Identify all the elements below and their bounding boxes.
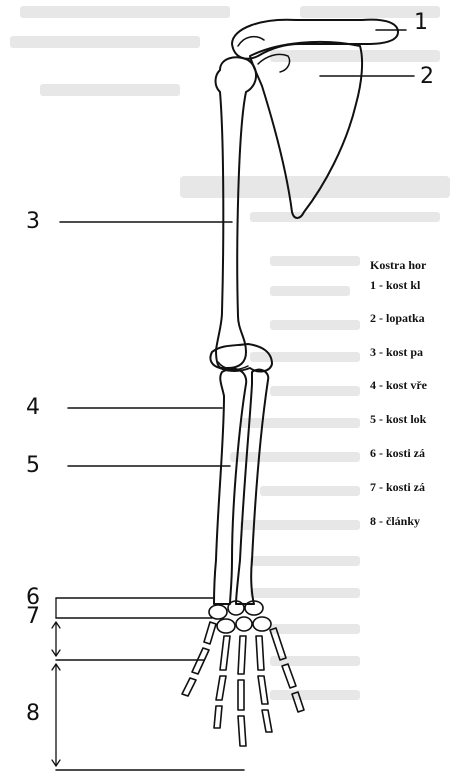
legend-item-6: 6 - kosti zá	[370, 446, 425, 461]
dimension-arrow-8	[52, 664, 60, 766]
label-1: 1	[414, 12, 428, 34]
legend-item-3: 3 - kost pa	[370, 345, 423, 360]
label-2: 2	[420, 66, 434, 88]
legend-item-1: 1 - kost kl	[370, 278, 420, 293]
legend-item-5: 5 - kost lok	[370, 412, 426, 427]
label-4: 4	[26, 397, 40, 419]
legend-item-8: 8 - články	[370, 514, 420, 529]
carpal-bones	[209, 601, 271, 633]
humerus-bone	[216, 57, 257, 368]
legend-item-7: 7 - kosti zá	[370, 480, 425, 495]
legend-item-2: 2 - lopatka	[370, 311, 425, 326]
label-7: 7	[26, 606, 40, 628]
dimension-arrow-7	[52, 622, 60, 656]
clavicle-end-detail	[238, 37, 264, 46]
scapula-bone	[250, 42, 362, 218]
ulna-bone	[214, 369, 246, 604]
label-8: 8	[26, 703, 40, 725]
scapula-process	[258, 54, 290, 72]
legend-title: Kostra hor	[370, 258, 426, 273]
radius-bone	[236, 370, 268, 604]
legend: Kostra hor 1 - kost kl 2 - lopatka 3 - k…	[370, 258, 462, 638]
label-5: 5	[26, 455, 40, 477]
elbow-joint	[210, 344, 272, 371]
legend-item-4: 4 - kost vře	[370, 378, 427, 393]
hand-bones	[182, 622, 304, 746]
label-3: 3	[26, 211, 40, 233]
